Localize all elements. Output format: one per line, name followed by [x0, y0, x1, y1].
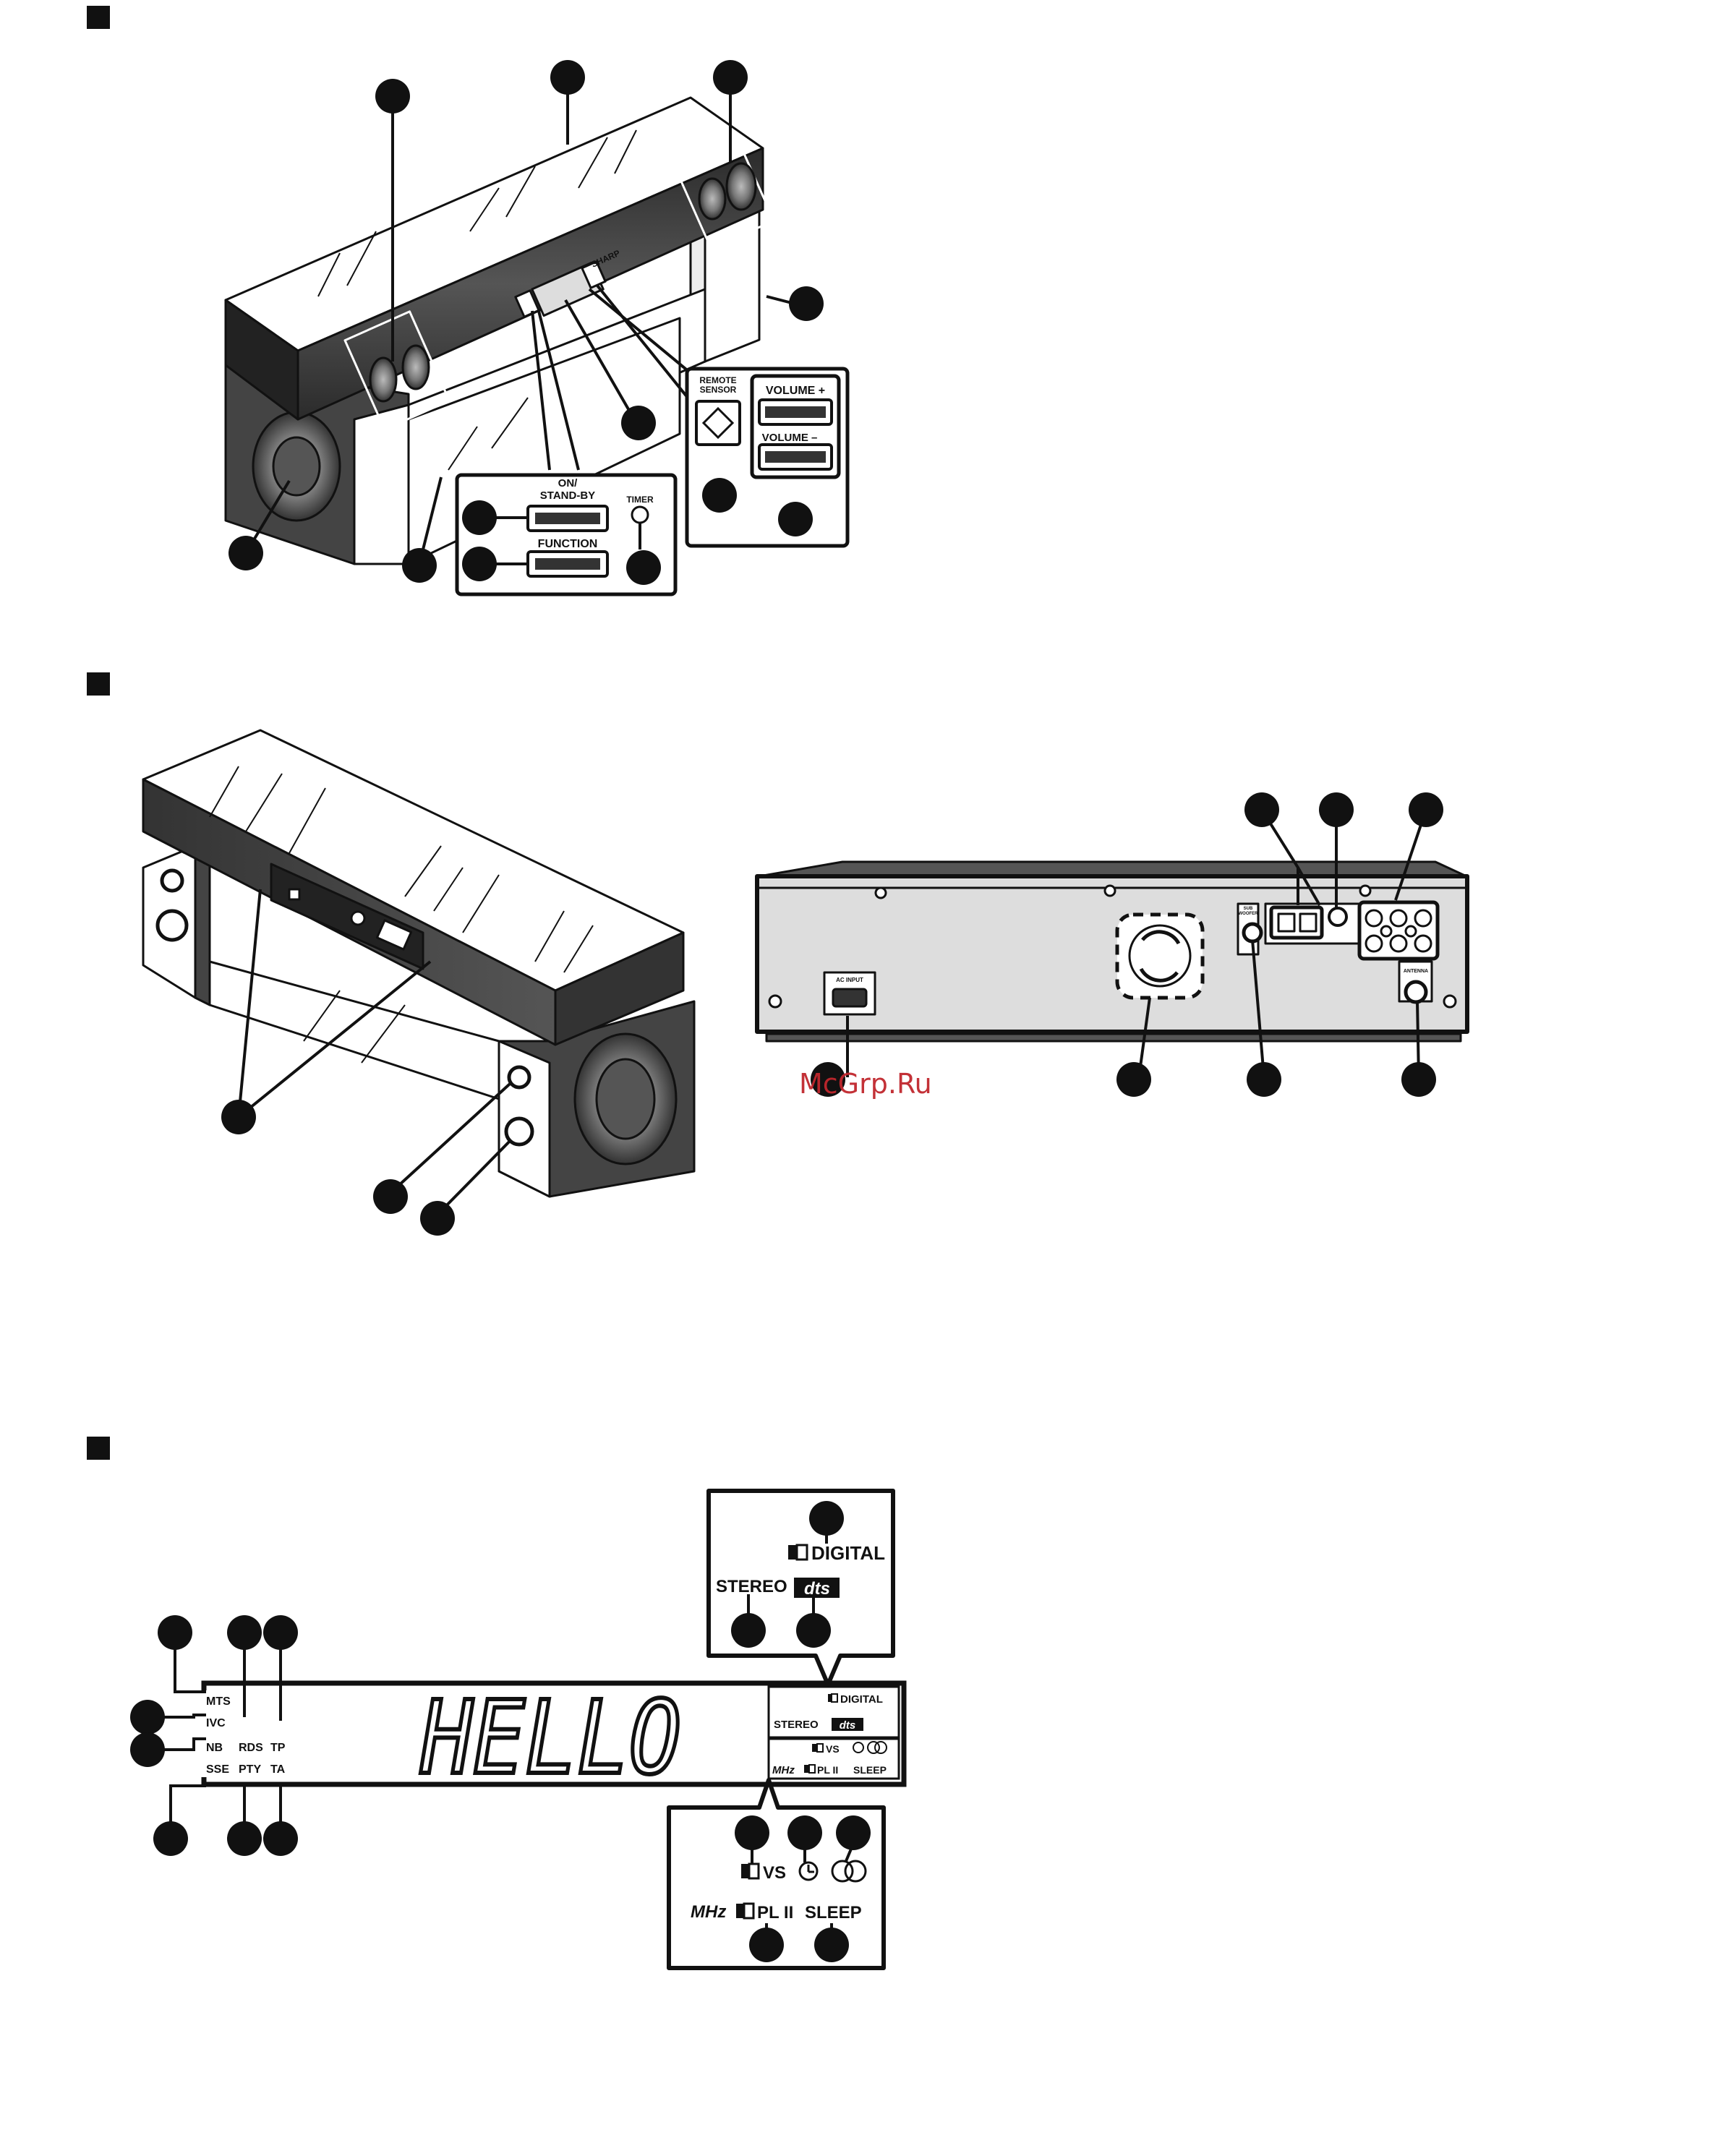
indicator-nb: NB — [206, 1742, 223, 1754]
function-label: FUNCTION — [538, 538, 598, 550]
indicator-dts-small: dts — [840, 1719, 856, 1732]
indicator-vs: VS — [763, 1863, 786, 1883]
subwoofer-jack — [1244, 924, 1261, 941]
volume-down-label: VOLUME – — [762, 432, 818, 444]
indicator-mhz: MHz — [691, 1902, 726, 1922]
indicator-pl2-small: PL II — [817, 1764, 838, 1776]
indicator-vs-small: VS — [826, 1743, 840, 1755]
timer-indicator — [632, 507, 648, 523]
watermark: McGrp.Ru — [799, 1068, 932, 1100]
unit-rear-panel — [757, 862, 1467, 1041]
indicator-sleep-small: SLEEP — [853, 1764, 887, 1776]
indicator-pty: PTY — [239, 1763, 261, 1776]
indicator-tp: TP — [270, 1742, 286, 1754]
indicator-ivc: IVC — [206, 1717, 226, 1729]
indicator-mhz-small: MHz — [772, 1764, 795, 1776]
volume-up-label: VOLUME + — [766, 385, 825, 397]
indicator-digital-small: DIGITAL — [840, 1693, 883, 1706]
antenna-label: ANTENNA — [1404, 969, 1428, 974]
indicator-sleep: SLEEP — [805, 1903, 862, 1922]
indicator-stereo: STEREO — [716, 1577, 787, 1596]
indicator-stereo-small: STEREO — [774, 1719, 819, 1731]
indicator-sse: SSE — [206, 1763, 229, 1776]
ac-input-label: AC INPUT — [836, 977, 863, 983]
zoom-box-upper: DIGITAL STEREO dts — [709, 1491, 893, 1685]
antenna-jack — [1406, 982, 1426, 1002]
indicator-rds: RDS — [239, 1742, 263, 1754]
indicator-pl2: PL II — [757, 1903, 793, 1922]
indicator-mts: MTS — [206, 1695, 231, 1708]
display-main-text: HELLO — [420, 1680, 681, 1797]
section-2-marker — [87, 672, 110, 696]
indicator-dts: dts — [804, 1579, 830, 1599]
indicator-digital: DIGITAL — [811, 1542, 885, 1564]
timer-label: TIMER — [626, 495, 654, 505]
section-3-marker — [87, 1437, 110, 1460]
section-1-marker — [87, 6, 110, 29]
optical-input — [1329, 908, 1346, 925]
indicator-ta: TA — [270, 1763, 286, 1776]
